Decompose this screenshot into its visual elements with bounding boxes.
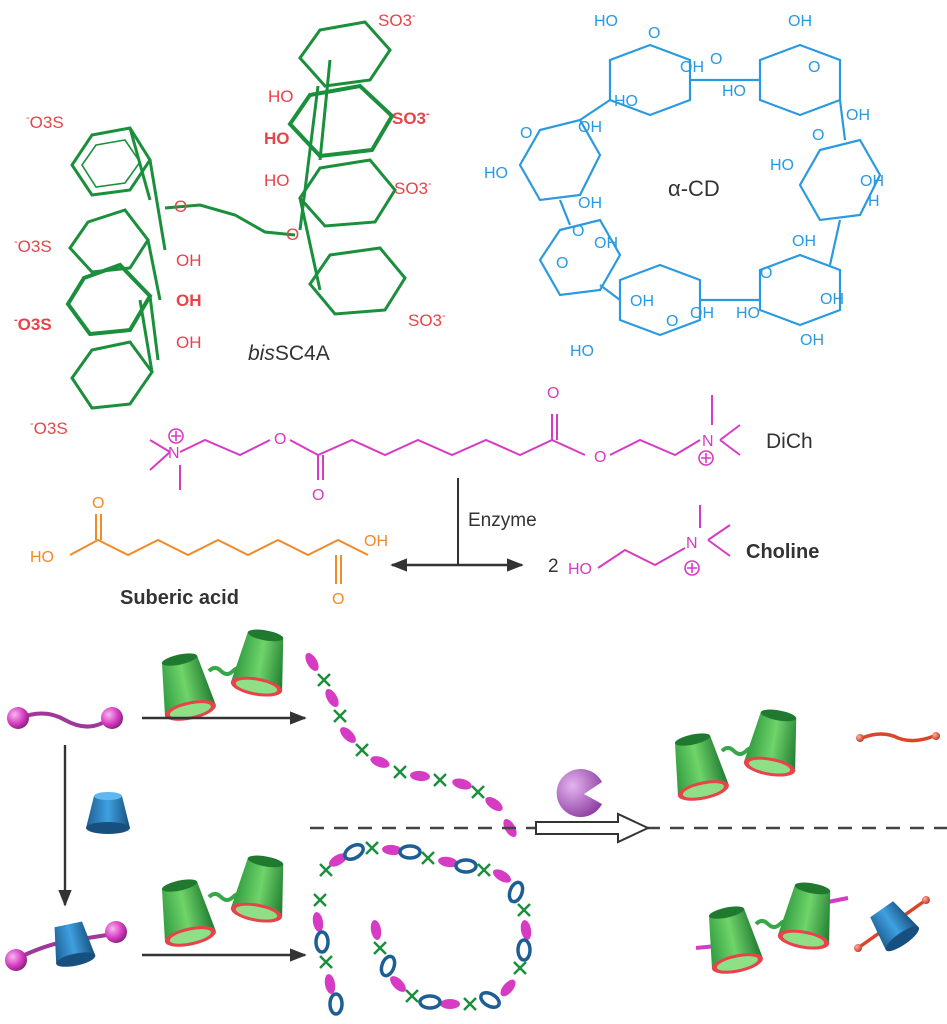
cd-hydroxyl: OH [680,59,704,76]
dich-skeleton [149,395,741,490]
hydroxyl-group: HO [264,171,290,190]
cd-hydroxyl: OH [860,173,884,190]
alpha-cd-skeleton [518,43,882,337]
dich-dumbbell [7,707,123,729]
cd-hydroxyl: OH [788,13,812,30]
so3-group: SO3- [378,10,416,30]
dich-nitrogen: N [168,445,180,462]
plus-charge-icon [698,450,714,466]
choline-structure: 2 HO N Choline [548,505,819,578]
so3-group: SO3- [394,178,432,198]
so3-group: -O3S [26,112,64,132]
cd-hydroxyl: OH [594,235,618,252]
cd-oxygen: O [556,255,568,272]
cd-oxygen: O [808,59,820,76]
cd-hydroxyl: OH [578,195,602,212]
cd-hydroxyl: HO [570,343,594,360]
cd-hydroxyl: OH [792,233,816,250]
cd-hydroxyl: OH [630,293,654,310]
bissc4a-cartoon [151,623,294,727]
carbonyl-oxygen: O [92,495,104,512]
cd-oxygen: O [666,313,678,330]
cd-oxygen: O [710,51,722,68]
choline-hydroxyl: HO [568,561,592,578]
dich-label: DiCh [766,430,813,453]
choline-label: Choline [746,541,819,563]
choline-coefficient: 2 [548,556,559,577]
cd-oxygen: O [648,25,660,42]
cd-hydroxyl: HO [594,13,618,30]
cd-oxygen: O [760,265,772,282]
plus-charge-icon [171,431,181,441]
cd-hydroxyl: OH [846,107,870,124]
dich-ester-oxygen: O [274,431,286,448]
enzyme-icon [556,769,602,817]
cd-hydroxyl: OH [578,119,602,136]
suberic-acid-label: Suberic acid [120,587,239,609]
choline-methyls [699,505,731,557]
suberic-acid-structure: HO O OH O Suberic acid [30,495,388,609]
plus-charge-icon [684,560,700,576]
bissc4a-structure: -O3S -O3S -O3S -O3S OH OH OH O O SO3- SO… [14,10,446,438]
bissc4a-skeleton [65,20,407,410]
plus-charge-icon [687,563,697,573]
dich-carbonyl-oxygen: O [312,487,324,504]
enzyme-reaction: Enzyme [390,478,537,572]
plus-charge-icon [168,428,184,444]
bissc4a-label: bisSC4A [248,342,330,365]
cd-hydroxyl: HO [614,93,638,110]
cd-hydroxyl: OH [690,305,714,322]
enzyme-label: Enzyme [468,510,537,531]
product-complex-top [664,703,807,807]
linear-polymer [302,650,520,840]
bissc4a-cartoon [151,849,294,953]
carbonyl-oxygen: O [332,591,344,608]
so3-group: -O3S [14,236,52,256]
dich-nitrogen: N [702,433,714,450]
so3-group: -O3S [14,314,52,334]
hydroxyl-group: HO [268,87,294,106]
ether-oxygen: O [286,225,299,244]
product-complex-bottom [695,876,849,980]
alpha-cd-label: α-CD [668,176,720,201]
hollow-arrow-icon [535,812,651,844]
cd-hydrogen: H [868,193,880,210]
alpha-cd-cup-icon [86,792,130,834]
cd-oxygen: O [520,125,532,142]
dich-structure: N O O O O N DiCh [149,385,813,504]
cd-hydroxyl: HO [736,305,760,322]
alpha-cd-structure: HO OH O OH HO O HO OH O O HO OH H OH O O… [484,13,884,360]
dich-ester-oxygen: O [594,449,606,466]
cartoon-schematic [5,623,947,1016]
suberic-acid-cd-complex [854,896,930,952]
choline-skeleton [597,547,686,569]
cd-hydroxyl: HO [722,83,746,100]
cd-hydroxyl: OH [800,332,824,349]
hydroxyl-group: OH [176,251,202,270]
carboxyl-hydroxyl: OH [364,533,388,550]
so3-group: -O3S [30,418,68,438]
cd-hydroxyl: OH [820,291,844,308]
hydroxyl-group: HO [264,129,290,148]
carboxyl-hydroxyl: HO [30,549,54,566]
suberic-acid-cartoon [856,732,940,743]
ether-oxygen: O [174,197,187,216]
pseudorotaxane [5,921,127,971]
cd-hydroxyl: HO [484,165,508,182]
cd-oxygen: O [572,223,584,240]
so3-group: SO3- [392,108,430,128]
hydroxyl-group: OH [176,291,202,310]
choline-nitrogen: N [686,535,698,552]
so3-group: SO3- [408,310,446,330]
plus-charge-icon [701,453,711,463]
cd-oxygen: O [812,127,824,144]
suberic-carbonyls [95,514,342,584]
dich-carbonyl-oxygen: O [547,385,559,402]
polyrotaxane-loop [311,840,533,1016]
cd-hydroxyl: HO [770,157,794,174]
suberic-skeleton [69,538,369,557]
hydroxyl-group: OH [176,333,202,352]
